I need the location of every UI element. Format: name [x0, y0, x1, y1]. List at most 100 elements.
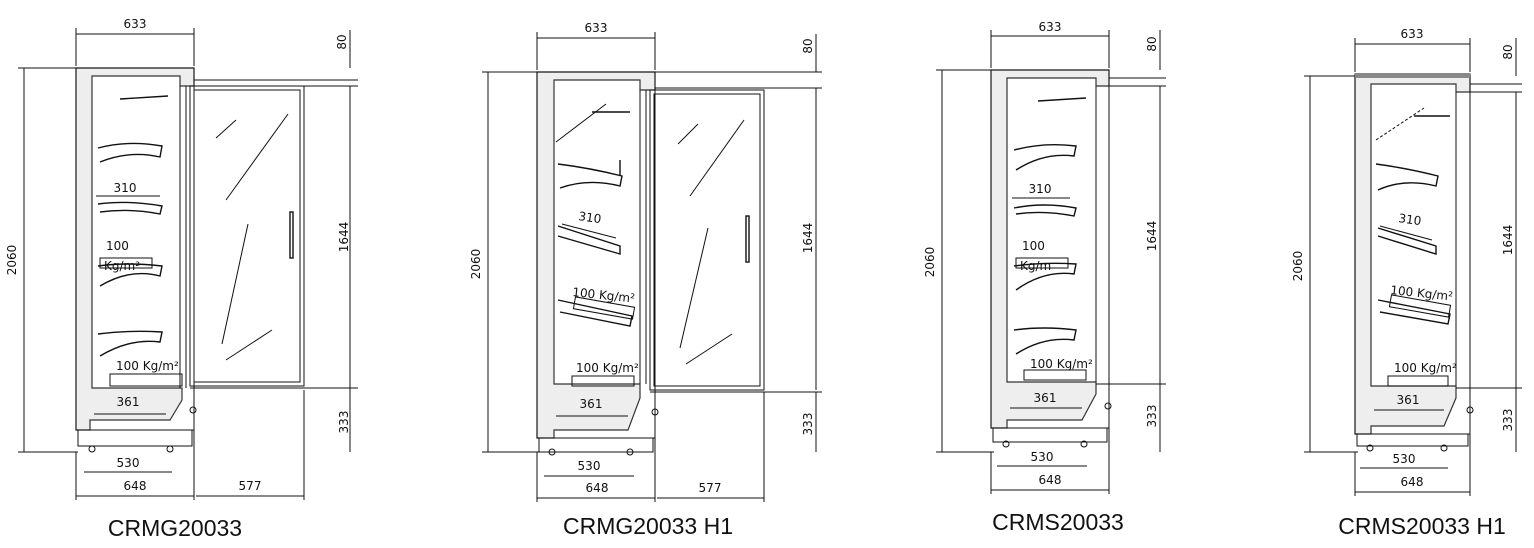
- shelf: [97, 201, 163, 215]
- shelf: [557, 225, 621, 255]
- dim-base-height: 333: [1501, 409, 1515, 432]
- product-block: [1387, 375, 1449, 387]
- dim-base-height: 333: [801, 413, 815, 436]
- bottom-load: 100 Kg/m²: [116, 359, 179, 373]
- dim-top-width: 633: [585, 21, 608, 35]
- shelf: [1013, 327, 1077, 355]
- plinth: [538, 437, 654, 453]
- shelf: [97, 330, 163, 357]
- dim-display-height: 1644: [1145, 221, 1159, 252]
- dim-shelf-depth: 310: [1398, 211, 1423, 228]
- door-handle: [289, 211, 294, 259]
- dim-display-height: 1644: [801, 223, 815, 254]
- shelf: [1013, 262, 1077, 291]
- dim-top-height: 80: [801, 38, 815, 53]
- foot: [166, 445, 174, 453]
- dim-shelf-depth: 310: [1029, 182, 1052, 196]
- bottom-load: 100 Kg/m²: [576, 361, 639, 375]
- dim-bottom-depth: 361: [1034, 391, 1057, 405]
- dim-total-depth: 648: [124, 479, 147, 493]
- plinth: [992, 427, 1108, 443]
- shelf: [557, 163, 623, 189]
- dim-door-swing: 577: [239, 479, 262, 493]
- product-block: [1015, 257, 1069, 269]
- dim-top-width: 633: [1039, 20, 1062, 34]
- unit-caption: CRMG20033: [108, 515, 242, 541]
- dim-bottom-depth: 361: [1397, 393, 1420, 407]
- dim-total-height: 2060: [1291, 251, 1305, 282]
- dim-top-width: 633: [1401, 27, 1424, 41]
- product-block: [1023, 369, 1087, 381]
- product-block: [1388, 294, 1452, 318]
- fan-unit: [1037, 97, 1087, 102]
- plinth: [77, 429, 193, 447]
- dim-bottom-depth: 361: [580, 397, 603, 411]
- dim-total-depth: 648: [1401, 475, 1424, 489]
- shelf: [1013, 143, 1077, 171]
- product-block: [571, 375, 635, 387]
- dim-base-width: 530: [1393, 452, 1416, 466]
- bottom-load: 100 Kg/m²: [1030, 357, 1093, 371]
- dim-total-depth: 648: [1039, 473, 1062, 487]
- shelf: [1013, 204, 1077, 217]
- dim-total-depth: 648: [586, 481, 609, 495]
- cabinet-outline: [990, 69, 1110, 429]
- dim-base-height: 333: [1145, 405, 1159, 428]
- shelf: [97, 263, 163, 287]
- dim-total-height: 2060: [5, 245, 19, 276]
- cabinet-outline: [75, 67, 195, 431]
- cabinet-wall: [75, 67, 195, 431]
- cabinet-outline: [536, 71, 656, 439]
- shelf: [557, 299, 633, 327]
- fan-unit: [119, 95, 169, 100]
- top-cover: [1355, 74, 1470, 78]
- shelf-load: 100 Kg/m²: [1390, 283, 1454, 304]
- unit-caption: CRMS20033: [992, 509, 1124, 535]
- shelf: [1375, 163, 1439, 191]
- dim-total-height: 2060: [923, 247, 937, 278]
- dim-base-width: 530: [117, 456, 140, 470]
- shelf-load-number: 100: [1022, 239, 1045, 253]
- shelf-load-unit: Kg/m: [1020, 259, 1051, 273]
- unit-crmg20033: 633 80 2060 1644 333 310 361 530 648 577…: [5, 17, 358, 541]
- shelf: [1377, 227, 1437, 255]
- dim-total-height: 2060: [469, 249, 483, 280]
- cabinet-wall: [1354, 75, 1471, 435]
- shelf: [1377, 299, 1451, 325]
- dim-top-height: 80: [1145, 36, 1159, 51]
- shelf-load-unit: Kg/m²: [104, 259, 140, 273]
- dim-base-height: 333: [337, 411, 351, 434]
- bottom-load: 100 Kg/m²: [1394, 361, 1457, 375]
- dim-display-height: 1644: [1501, 225, 1515, 256]
- shelf: [97, 142, 163, 163]
- dim-top-height: 80: [335, 34, 349, 49]
- unit-caption: CRMG20033 H1: [563, 513, 733, 539]
- shelf-load-number: 100: [106, 239, 129, 253]
- door-handle: [745, 215, 750, 263]
- glass-door: [189, 85, 305, 387]
- dim-display-height: 1644: [337, 222, 351, 253]
- product-block: [99, 257, 153, 269]
- unit-caption: CRMS20033 H1: [1338, 513, 1505, 539]
- glass-door: [649, 89, 765, 391]
- shelf-load: 100 Kg/m²: [572, 285, 636, 306]
- cabinet-wall: [536, 71, 656, 439]
- dim-shelf-depth: 310: [114, 181, 137, 195]
- product-block: [572, 296, 636, 320]
- dim-door-swing: 577: [699, 481, 722, 495]
- dim-base-width: 530: [578, 459, 601, 473]
- dim-shelf-depth: 310: [578, 209, 603, 226]
- cabinet-outline: [1354, 73, 1471, 435]
- unit-crmg20033-h1: 633 80 2060 1644 333 310 361 530 648 577…: [469, 21, 822, 539]
- dim-bottom-depth: 361: [117, 395, 140, 409]
- dim-top-width: 633: [124, 17, 147, 31]
- dim-base-width: 530: [1031, 450, 1054, 464]
- foot: [88, 445, 96, 453]
- product-block: [109, 373, 183, 387]
- unit-crms20033: 633 80 2060 1644 333 310 361 530 648 100…: [923, 20, 1166, 535]
- plinth: [1356, 433, 1469, 447]
- dim-top-height: 80: [1501, 44, 1515, 59]
- cabinet-wall: [990, 69, 1110, 429]
- unit-crms20033-h1: 633 80 2060 1644 333 310 361 530 648 100…: [1291, 27, 1522, 539]
